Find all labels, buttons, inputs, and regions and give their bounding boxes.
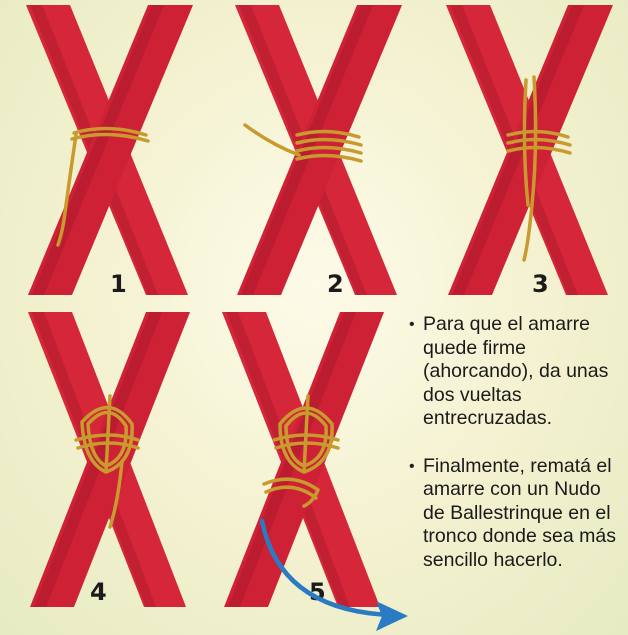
crossed-poles-step-3 xyxy=(446,5,613,295)
crossed-poles-step-1 xyxy=(26,5,193,295)
step-1-illustration xyxy=(8,5,208,300)
bullet-icon: • xyxy=(409,316,415,333)
step-number-3: 3 xyxy=(532,270,549,298)
rope-step-5 xyxy=(262,394,340,508)
instruction-text-1: Para que el amarre quede firme (ahorcand… xyxy=(423,313,609,429)
step-4-illustration xyxy=(14,312,204,612)
rope-step-1 xyxy=(56,126,150,247)
crossed-poles-step-2 xyxy=(235,5,402,295)
bullet-icon: • xyxy=(409,457,415,475)
step-3-illustration xyxy=(428,5,628,300)
curved-arrow-icon xyxy=(259,518,408,631)
crossed-poles-step-4 xyxy=(28,312,190,607)
instruction-item-2: • Finalmente, rematá el amarre con un Nu… xyxy=(403,455,625,573)
step-number-1: 1 xyxy=(110,270,127,298)
rope-step-3 xyxy=(506,75,572,262)
rope-step-2 xyxy=(243,123,363,163)
step-number-2: 2 xyxy=(327,270,344,298)
instruction-list: • Para que el amarre quede firme (ahorca… xyxy=(403,313,625,572)
step-2-illustration xyxy=(217,5,417,300)
instruction-text-2: Finalmente, rematá el amarre con un Nudo… xyxy=(423,454,616,571)
instruction-item-1: • Para que el amarre quede firme (ahorca… xyxy=(403,313,625,431)
step-number-4: 4 xyxy=(90,578,107,606)
rope-step-4 xyxy=(74,394,140,529)
